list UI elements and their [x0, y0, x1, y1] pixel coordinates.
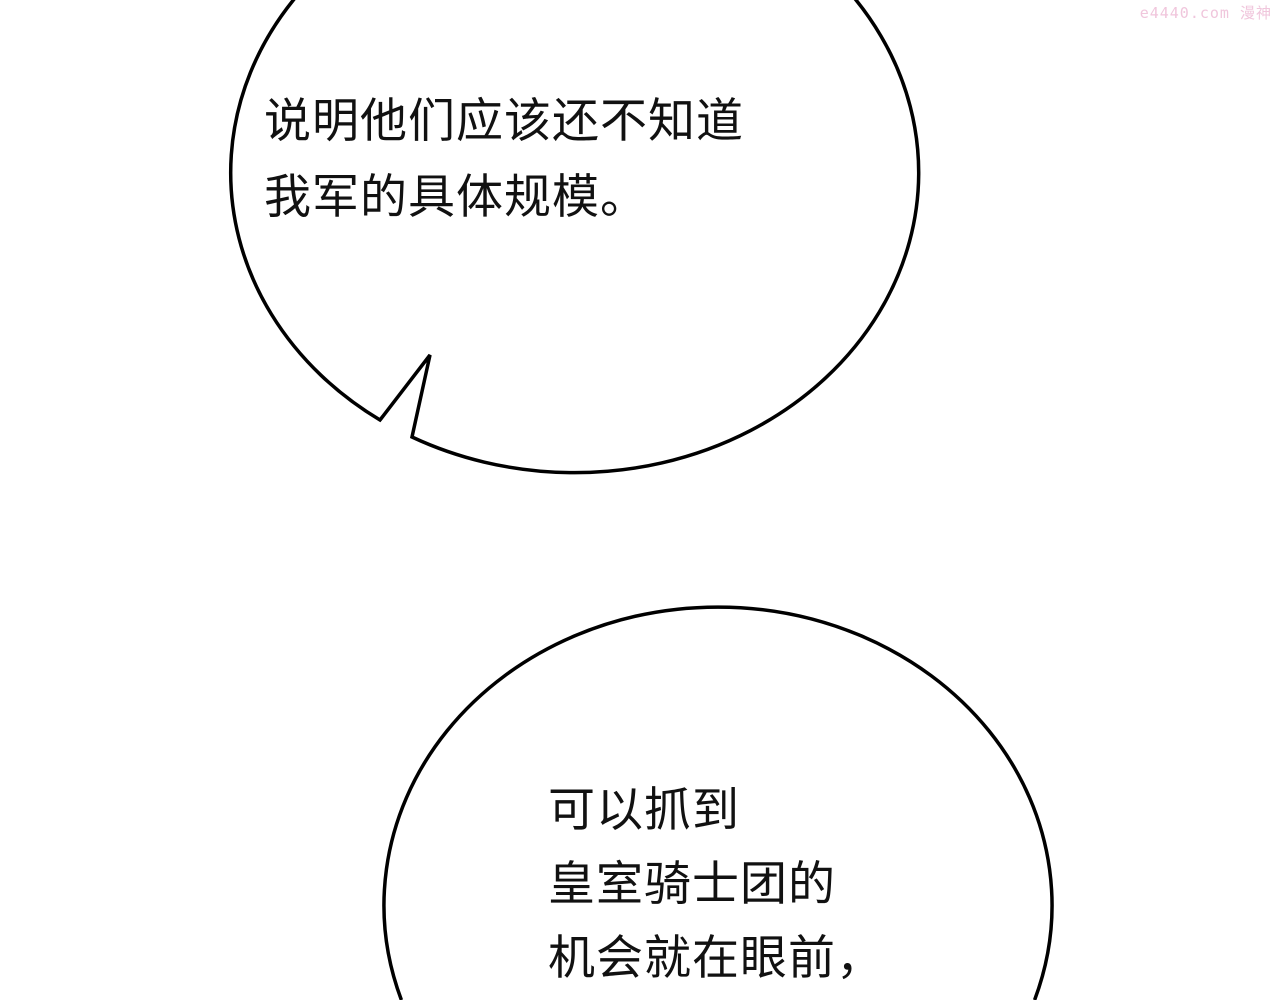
speech-bubble-top [228, 0, 921, 475]
dialogue-line: 机会就在眼前， [548, 931, 884, 986]
speech-bubble-bottom [382, 605, 1054, 1000]
dialogue-line: 我军的具体规模。 [264, 170, 648, 225]
dialogue-line: 说明他们应该还不知道 [264, 94, 744, 149]
dialogue-line: 皇室骑士团的 [548, 857, 836, 912]
bubble-text-top: 说明他们应该还不知道 我军的具体规模。 [264, 84, 744, 236]
dialogue-line: 可以抓到 [548, 783, 740, 838]
watermark: e4440.com 漫神 [1139, 4, 1272, 22]
bubble-text-bottom: 可以抓到 皇室骑士团的 机会就在眼前， [548, 774, 884, 996]
